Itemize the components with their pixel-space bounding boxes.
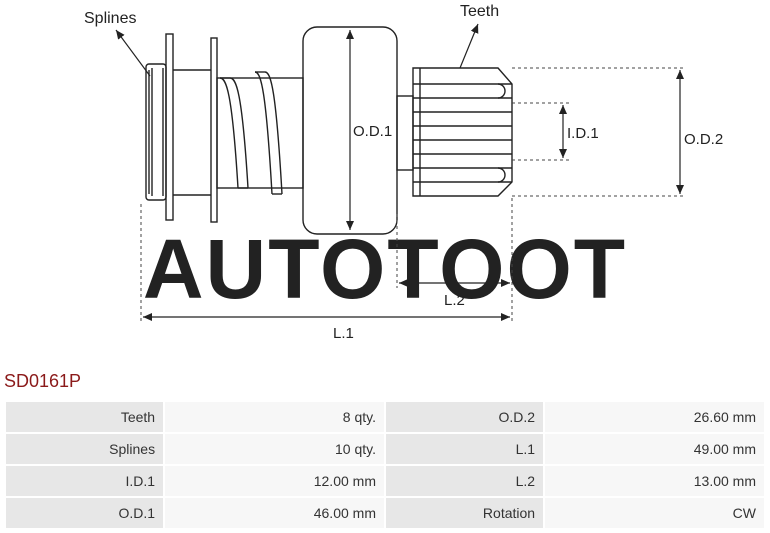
spec-value: 46.00 mm (165, 498, 384, 528)
brand-watermark: AUTOTOOT (143, 222, 627, 316)
splines-callout: Splines (84, 10, 136, 27)
od1-label-bg (352, 122, 392, 140)
l1-label: L.1 (333, 325, 354, 342)
drive-drawing (145, 26, 513, 235)
spec-value: 49.00 mm (545, 434, 764, 464)
od1-label: O.D.1 (353, 123, 392, 140)
part-code: SD0161P (4, 371, 82, 391)
spring-housing (216, 77, 304, 189)
spec-value: 12.00 mm (165, 466, 384, 496)
flange-plate-left (165, 33, 174, 221)
spec-label: O.D.2 (385, 402, 544, 432)
table-row: I.D.1 12.00 mm L.2 13.00 mm (6, 466, 764, 496)
spring-coils (219, 71, 283, 195)
pinion-gear (412, 67, 513, 197)
teeth-callout: Teeth (460, 3, 499, 20)
spec-label: Splines (6, 434, 164, 464)
spec-label: Teeth (6, 402, 164, 432)
spec-value: 13.00 mm (545, 466, 764, 496)
spec-label: O.D.1 (6, 498, 164, 528)
spec-label: Rotation (385, 498, 544, 528)
spec-table: Teeth 8 qty. O.D.2 26.60 mm Splines 10 q… (4, 400, 766, 530)
table-row: Splines 10 qty. L.1 49.00 mm (6, 434, 764, 464)
od2-label: O.D.2 (684, 131, 723, 148)
table-row: O.D.1 46.00 mm Rotation CW (6, 498, 764, 528)
extension-lines (140, 67, 686, 322)
shaft (396, 95, 414, 171)
spec-value: 10 qty. (165, 434, 384, 464)
spec-value: 8 qty. (165, 402, 384, 432)
flange-plate-right (210, 37, 218, 223)
dimension-arrows (115, 23, 684, 321)
table-row: Teeth 8 qty. O.D.2 26.60 mm (6, 402, 764, 432)
id1-label: I.D.1 (567, 125, 599, 142)
spec-label: I.D.1 (6, 466, 164, 496)
spec-label: L.1 (385, 434, 544, 464)
l2-label: L.2 (444, 292, 465, 309)
spec-value: CW (545, 498, 764, 528)
spec-value: 26.60 mm (545, 402, 764, 432)
spec-label: L.2 (385, 466, 544, 496)
starter-drive-diagram: AUTOTOOT (84, 3, 723, 342)
